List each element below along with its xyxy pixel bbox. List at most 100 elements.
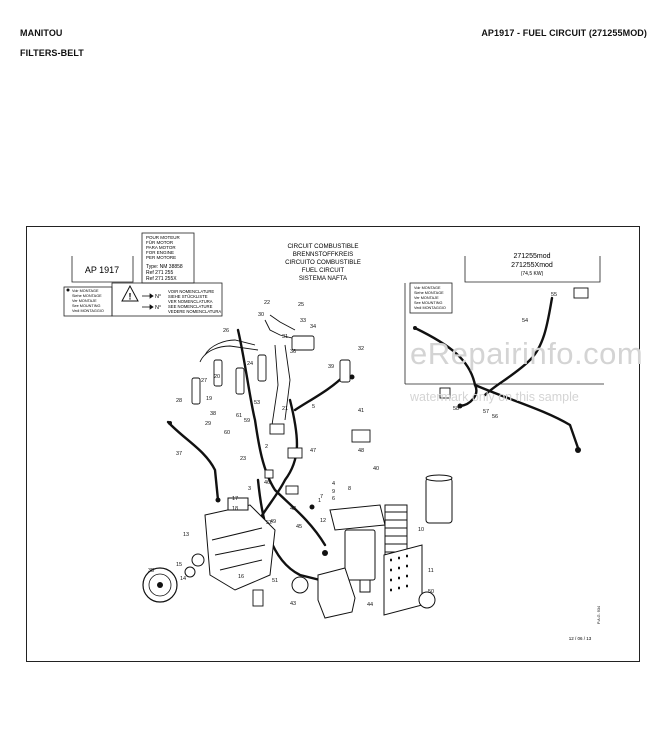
callout-number: 7 (320, 494, 323, 500)
callout-number: 61 (236, 413, 242, 419)
callout-numbers: 1 2 3 4 5 6 7 8 9 10 11 12 13 14 15 16 1… (148, 292, 557, 608)
title-line: CIRCUIT COMBUSTIBLE (287, 243, 358, 250)
callout-number: 55 (551, 292, 557, 298)
montage-box-right (409, 282, 453, 314)
callout-number: 45 (296, 524, 302, 530)
connector-dots (168, 326, 581, 556)
nomenclature-line: SIEHE STÜCKLISTE (168, 294, 208, 299)
callout-number: 41 (358, 408, 364, 414)
callout-number: 15 (176, 562, 182, 568)
n-symbol: N° (155, 294, 161, 300)
montage-box-left (63, 286, 113, 317)
montage-line: See MOUNTING (72, 304, 101, 308)
warning-icon: ! (121, 284, 139, 302)
nomenclature-line: VEDERE NOMENCLATURA (168, 309, 221, 314)
n-symbol: N° (155, 305, 161, 311)
callout-number: 1 (318, 498, 321, 504)
plate-code: AP 1917 (85, 265, 119, 275)
montage-line: Vedi MONTAGGIO (72, 309, 104, 313)
document-title: AP1917 - FUEL CIRCUIT (271255MOD) (481, 28, 647, 38)
engine-type-ref: Type: NM 38858 (146, 264, 183, 270)
montage-line: Voir MONTAGE (414, 286, 441, 290)
callout-number: 6 (332, 496, 335, 502)
arrow-icon (142, 293, 154, 310)
montage-line: Vedi MONTAGGIO (414, 306, 446, 310)
hardware-parts (252, 287, 589, 607)
mounting-bracket (291, 567, 436, 619)
callout-number: 29 (205, 421, 211, 427)
callout-number: 27 (201, 378, 207, 384)
title-line: FUEL CIRCUIT (302, 267, 345, 274)
callout-number: 39 (328, 364, 334, 370)
callout-number: 20 (214, 374, 220, 380)
title-line: SISTEMA NAFTA (299, 275, 348, 282)
nomenclature-line: SEE NOMENCLATURE (168, 304, 213, 309)
side-code: P.A.G. 934 (597, 606, 601, 624)
callout-number: 17 (232, 496, 238, 502)
callout-number: 19 (206, 396, 212, 402)
callout-number: 12 (320, 518, 326, 524)
callout-number: 42 (290, 506, 296, 512)
callout-number: 43 (290, 601, 296, 607)
drawing-date: 12 / 06 / 13 (569, 636, 592, 641)
callout-number: 16 (238, 574, 244, 580)
callout-number: 57 (483, 409, 489, 415)
injector-pipes (199, 314, 301, 426)
callout-number: 28 (176, 398, 182, 404)
callout-number: 30 (258, 312, 264, 318)
fuel-filter (329, 474, 453, 593)
callout-number: 3 (248, 486, 251, 492)
callout-number: 46 (264, 480, 270, 486)
section-label: FILTERS-BELT (20, 48, 84, 58)
engine-line: PARA MOTOR (146, 245, 176, 250)
plate-code-box (71, 256, 134, 283)
nomenclature-line: VER NOMENCLATURA (168, 299, 213, 304)
callout-number: 25 (298, 302, 304, 308)
callout-number: 8 (348, 486, 351, 492)
washer (184, 566, 196, 578)
montage-line: Ver MONTAJE (72, 299, 97, 303)
callout-number: 50 (428, 589, 434, 595)
callout-number: 37 (176, 451, 182, 457)
engine-line: POUR MOTEUR (146, 235, 181, 240)
callout-number: 13 (183, 532, 189, 538)
callout-number: 33 (300, 318, 306, 324)
title-line: CIRCUITO COMBUSTIBLE (285, 259, 361, 266)
callout-number: 44 (367, 602, 373, 608)
callout-number: 60 (224, 430, 230, 436)
callout-number: 4 (332, 481, 335, 487)
callout-number: 47 (310, 448, 316, 454)
callout-number: 52 (266, 520, 272, 526)
callout-number: 32 (358, 346, 364, 352)
label-plate (383, 544, 423, 616)
callout-number: 26 (223, 328, 229, 334)
callout-number: 2 (265, 444, 268, 450)
callout-number: 40 (373, 466, 379, 472)
drawing-frame (26, 226, 640, 662)
callout-number: 49 (270, 519, 276, 525)
engine-line: FÜR MOTOR (146, 239, 174, 245)
callout-number: 34 (310, 324, 316, 330)
montage-line: Siehe MONTAGE (72, 294, 102, 298)
callout-number: 35 (148, 568, 154, 574)
title-line: BRENNSTOFFKREIS (293, 251, 353, 258)
svg-text:!: ! (129, 292, 132, 302)
callout-number: 36 (290, 349, 296, 355)
montage-line: Siehe MONTAGE (414, 291, 444, 295)
engine-line: FOR ENGINE (146, 250, 174, 255)
engine-ref: Ref 271 255 (146, 270, 173, 276)
model-line: 271255mod (514, 253, 551, 260)
callout-number: 56 (492, 414, 498, 420)
callout-number: 10 (418, 527, 424, 533)
callout-number: 38 (210, 411, 216, 417)
callout-number: 14 (180, 576, 186, 582)
callout-number: 31 (282, 334, 288, 340)
injector-group (191, 335, 351, 405)
nomenclature-line: VOIR NOMENCLATURE (168, 289, 214, 294)
callout-number: 51 (272, 578, 278, 584)
engine-line: PER MOTORE (146, 255, 176, 260)
callout-number: 59 (244, 418, 250, 424)
montage-line: See MOUNTING (414, 301, 443, 305)
injection-pump (204, 497, 276, 591)
model-line: 271255Xmod (511, 262, 553, 269)
